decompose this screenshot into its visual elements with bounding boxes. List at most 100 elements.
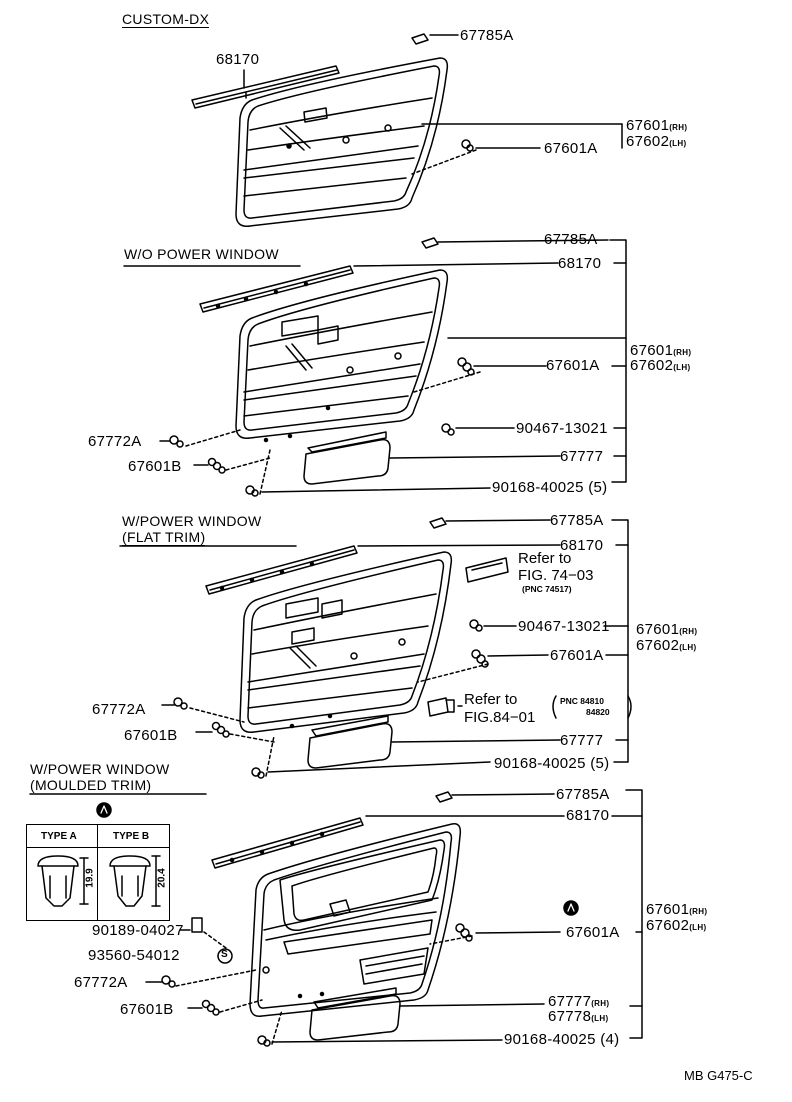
type-a-label: TYPE A — [41, 831, 77, 842]
part-suffix: (RH) — [591, 999, 610, 1008]
part-number-label: 67772A — [74, 974, 128, 991]
part-number-label: 68170 — [566, 807, 610, 824]
part-suffix: (LH) — [679, 643, 697, 652]
part-number-label: 67601(RH) — [646, 902, 707, 917]
section-title-wo-power-window: W/O POWER WINDOW — [124, 246, 279, 262]
part-number-text: 67778 — [548, 1008, 592, 1025]
marker-a-icon — [563, 900, 579, 916]
weatherstrip-68170 — [191, 65, 340, 109]
reference-figure-link[interactable]: FIG.84−01 — [464, 709, 536, 726]
screw-90467 — [469, 619, 483, 632]
clip-type-b-sketch — [109, 855, 161, 907]
section-title-custom-dx: CUSTOM-DX — [122, 11, 210, 28]
quantity-text: (5) — [590, 755, 610, 772]
screw-90168 — [245, 485, 259, 497]
part-number-text: 67602 — [646, 917, 690, 934]
part-number-text: 67601 — [646, 901, 690, 918]
section-subtitle-flat-trim: (FLAT TRIM) — [122, 529, 206, 546]
clip-type-table-header — [27, 825, 169, 848]
plug-67785A — [429, 517, 447, 529]
section-title-power-window-moulded: W/POWER WINDOW — [30, 761, 170, 777]
part-suffix: (RH) — [689, 907, 708, 916]
part-number-label: 67601A — [550, 647, 604, 664]
pocket-67777 — [307, 722, 393, 769]
part-suffix: (LH) — [689, 923, 707, 932]
dimension-type-a: 19.9 — [84, 868, 96, 888]
part-number-label: 67602(LH) — [636, 638, 696, 653]
part-number-label: 90168-40025 (5) — [492, 480, 607, 495]
part-number-label: 68170 — [560, 537, 604, 554]
plug-67785A — [411, 33, 429, 45]
quantity-text: (4) — [600, 1031, 620, 1048]
part-number-label: 67785A — [460, 27, 514, 44]
screw-90168 — [251, 767, 265, 779]
marker-a-icon — [96, 802, 112, 818]
part-number-label: 67601(RH) — [636, 622, 697, 637]
reference-text: Refer to — [518, 550, 572, 567]
part-number-label: 67785A — [556, 786, 610, 803]
reference-pnc: (PNC 74517) — [522, 584, 572, 594]
clip-67772A — [173, 697, 188, 710]
clip-67772A — [161, 975, 176, 988]
part-suffix: (LH) — [669, 139, 687, 148]
part-number-label: 90168-40025 (4) — [504, 1032, 619, 1047]
screw-90467 — [441, 423, 455, 436]
part-number-text: 67601 — [636, 621, 680, 638]
part-number-label: 90168-40025 (5) — [494, 756, 609, 771]
weatherstrip-68170 — [205, 545, 358, 595]
switch-bezel-74517 — [465, 557, 509, 583]
part-number-label: 67777 — [560, 732, 604, 749]
part-number-label: 67602(LH) — [626, 134, 686, 149]
switch-84810 — [427, 697, 449, 717]
table-divider — [97, 825, 98, 920]
clip-90189 — [191, 917, 203, 933]
part-number-label: 67772A — [92, 701, 146, 718]
pocket-67777 — [303, 438, 391, 485]
figure-code: MB G475-C — [684, 1068, 753, 1083]
part-number-label: 67602(LH) — [646, 918, 706, 933]
part-number-text: 67602 — [636, 637, 680, 654]
marker-s-label: S — [221, 949, 228, 960]
clip-type-table: TYPE A TYPE B 19.9 20.4 — [26, 824, 170, 921]
part-number-label: 68170 — [558, 255, 602, 272]
reference-pnc: 84820 — [586, 707, 610, 717]
part-number-label: 67601A — [546, 357, 600, 374]
pocket-67777 — [309, 994, 401, 1041]
section-custom-dx-drawing — [191, 33, 623, 227]
part-suffix: (RH) — [669, 123, 688, 132]
dimension-type-b: 20.4 — [156, 868, 168, 888]
clip-type-a-sketch — [37, 855, 89, 907]
part-number-label: 67601B — [128, 458, 182, 475]
part-number-label: 67602(LH) — [630, 358, 690, 373]
part-number-label: 67601B — [120, 1001, 174, 1018]
part-suffix: (RH) — [679, 627, 698, 636]
weatherstrip-68170 — [199, 265, 354, 313]
section-subtitle-moulded-trim: (MOULDED TRIM) — [30, 777, 152, 793]
clip-67772A — [169, 435, 184, 448]
door-trim-board — [235, 269, 449, 439]
section-power-window-moulded-drawing — [29, 789, 643, 1047]
part-number-label: 67785A — [550, 512, 604, 529]
part-number-label: 67601(RH) — [630, 343, 691, 358]
clip-67601A — [457, 357, 475, 376]
part-number-label: 67777(RH) — [548, 994, 609, 1009]
section-title-power-window-flat: W/POWER WINDOW — [122, 513, 262, 529]
reference-figure-link[interactable]: FIG. 74−03 — [518, 567, 594, 584]
part-number-label: 67601(RH) — [626, 118, 687, 133]
reference-pnc: PNC 84810 — [560, 696, 604, 706]
clip-67601B — [207, 457, 226, 474]
part-number-label: 67601A — [544, 140, 598, 157]
section-power-window-flat-drawing — [119, 517, 632, 779]
part-number-text: 90168-40025 — [504, 1031, 596, 1048]
part-number-label: 67601A — [566, 924, 620, 941]
plug-67785A — [435, 791, 453, 803]
part-number-label: 67777 — [560, 448, 604, 465]
clip-67601A — [461, 139, 474, 152]
part-number-text: 90168-40025 — [492, 479, 584, 496]
part-number-label: 67772A — [88, 433, 142, 450]
part-number-label: 90467-13021 — [516, 420, 608, 437]
clip-67601B — [211, 721, 230, 738]
weatherstrip-68170 — [211, 817, 364, 869]
